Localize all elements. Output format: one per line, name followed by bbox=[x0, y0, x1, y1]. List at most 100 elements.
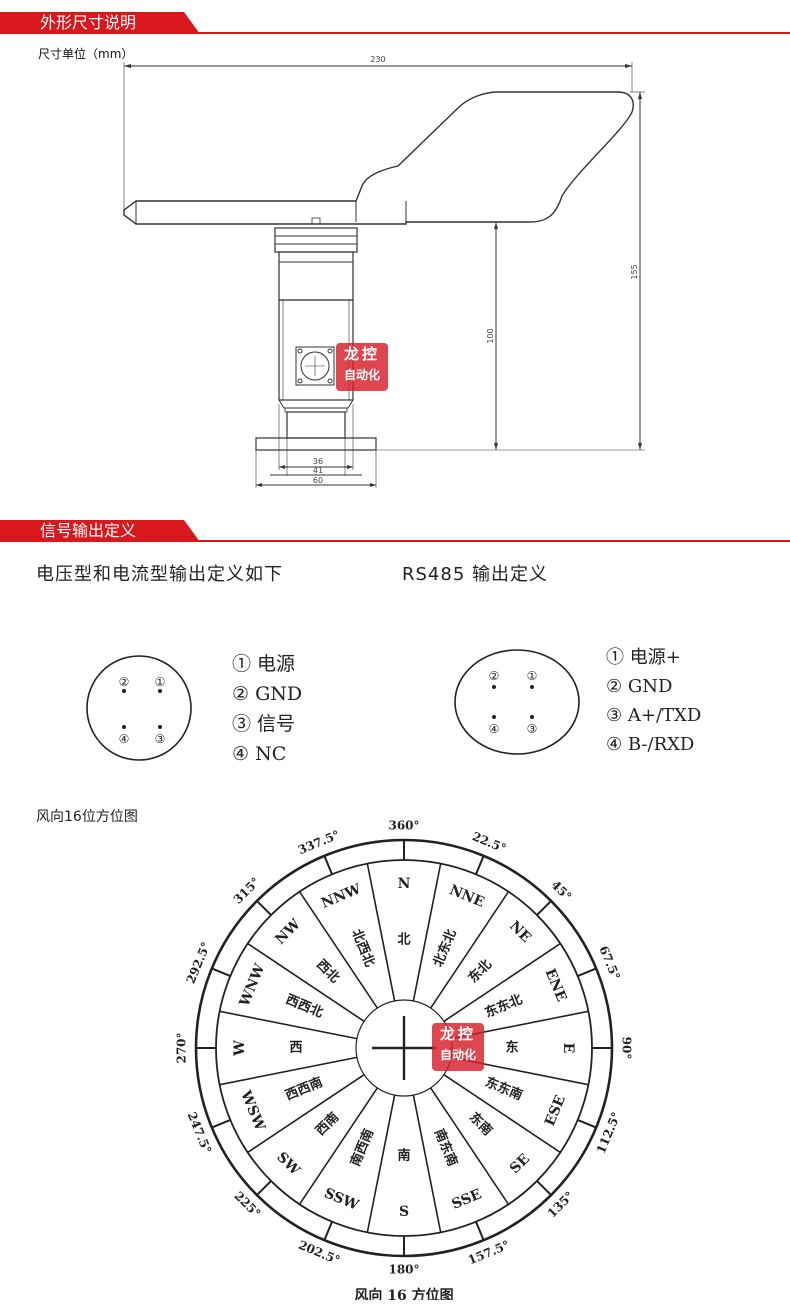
compass-spoke bbox=[366, 863, 396, 1002]
compass-direction-cn: 东东北 bbox=[483, 991, 525, 1021]
compass-direction-cn: 南 bbox=[397, 1148, 410, 1164]
compass-direction-cn: 东 bbox=[505, 1040, 518, 1056]
compass-direction-cn: 北西北 bbox=[348, 927, 377, 969]
dim-total-width: 230 bbox=[370, 55, 385, 64]
compass-spoke bbox=[430, 891, 510, 1009]
compass-direction-en: W bbox=[232, 1040, 248, 1057]
compass-direction-en: NNE bbox=[447, 882, 487, 911]
compass-spoke bbox=[443, 1074, 561, 1154]
compass-tick bbox=[211, 967, 231, 977]
compass-tick bbox=[475, 855, 485, 875]
compass-direction-en: WSW bbox=[237, 1088, 268, 1134]
pin-label-4: ④ bbox=[489, 722, 500, 736]
pin-label-3: ③ bbox=[527, 722, 538, 736]
dim-60: 60 bbox=[313, 476, 323, 485]
compass-degree-label: 45° bbox=[548, 878, 574, 904]
banner-rule bbox=[0, 540, 790, 542]
pin-diagram-voltage: ② ① ④ ③ bbox=[86, 655, 192, 761]
compass-tick bbox=[577, 1119, 597, 1129]
compass-direction-en: SE bbox=[507, 1151, 533, 1177]
compass-degree-label: 247.5° bbox=[185, 1110, 215, 1156]
compass-spoke bbox=[412, 1094, 442, 1233]
legend-item: ③ A+/TXD bbox=[606, 705, 702, 726]
rs485-title: RS485 输出定义 bbox=[402, 564, 549, 585]
legend-item: ③ 信号 bbox=[232, 713, 296, 735]
watermark-logo: 龙控 自动化 bbox=[336, 343, 388, 391]
compass-spoke bbox=[298, 1087, 378, 1205]
compass-direction-cn: 南西南 bbox=[347, 1127, 377, 1169]
compass-spoke bbox=[366, 1094, 396, 1233]
dim-41: 41 bbox=[313, 466, 323, 475]
compass-tick bbox=[256, 1180, 272, 1196]
section-title-signal: 信号输出定义 bbox=[40, 521, 137, 540]
compass-direction-en: E bbox=[560, 1043, 576, 1054]
dim-36: 36 bbox=[313, 457, 323, 466]
section-title-dimensions: 外形尺寸说明 bbox=[40, 13, 137, 32]
compass-direction-cn: 西西南 bbox=[283, 1074, 325, 1104]
compass-bottom-caption: 风向 16 方位图 bbox=[354, 1287, 453, 1300]
compass-direction-cn: 西北 bbox=[313, 957, 342, 986]
banner-tab bbox=[0, 520, 200, 542]
dim-body-height: 100 bbox=[486, 328, 495, 343]
pin-label-4: ④ bbox=[119, 732, 130, 746]
compass-tick bbox=[536, 900, 552, 916]
compass-caption: 风向16位方位图 bbox=[36, 809, 138, 825]
compass-spoke bbox=[247, 1074, 365, 1154]
compass-direction-cn: 东南 bbox=[466, 1109, 496, 1139]
compass-direction-en: SSE bbox=[450, 1186, 484, 1212]
compass-direction-cn: 北东北 bbox=[430, 927, 460, 969]
compass-degree-label: 360° bbox=[388, 819, 419, 833]
legend-item: ④ B-/RXD bbox=[606, 734, 695, 755]
dimension-drawing: 230 155 100 36 41 60 bbox=[123, 55, 645, 488]
compass-degree-label: 90° bbox=[620, 1037, 634, 1060]
banner-rule bbox=[0, 32, 790, 34]
compass-spoke bbox=[298, 891, 378, 1009]
compass-direction-cn: 西西北 bbox=[283, 992, 325, 1021]
compass-direction-en: NE bbox=[506, 918, 534, 946]
compass-spoke bbox=[219, 1056, 358, 1086]
legend-item: ① 电源+ bbox=[606, 647, 681, 668]
compass-direction-cn: 东东南 bbox=[483, 1074, 525, 1104]
compass-degree-label: 157.5° bbox=[466, 1238, 512, 1268]
compass-direction-en: SW bbox=[273, 1149, 303, 1179]
section-banner-dimensions: 外形尺寸说明 bbox=[0, 12, 790, 34]
pin-label-1: ① bbox=[527, 669, 538, 683]
watermark-logo: 龙控 自动化 bbox=[432, 1023, 484, 1071]
legend-item: ① 电源 bbox=[232, 653, 296, 675]
watermark-line1: 龙控 bbox=[439, 1025, 476, 1043]
section-banner-signal: 信号输出定义 bbox=[0, 520, 790, 542]
compass-direction-en: S bbox=[399, 1204, 409, 1220]
dim-total-height: 155 bbox=[630, 264, 639, 279]
watermark-line2: 自动化 bbox=[343, 368, 380, 382]
compass-direction-en: NNW bbox=[319, 881, 364, 912]
compass-spoke bbox=[247, 942, 365, 1022]
compass-direction-en: WNW bbox=[236, 961, 268, 1009]
compass-degree-label: 202.5° bbox=[296, 1238, 342, 1268]
watermark-line1: 龙控 bbox=[343, 345, 380, 363]
compass-tick bbox=[475, 1221, 485, 1241]
compass-degree-label: 270° bbox=[175, 1032, 189, 1063]
unit-note: 尺寸单位（mm） bbox=[38, 47, 134, 61]
compass-direction-en: ENE bbox=[542, 966, 570, 1004]
compass-tick bbox=[536, 1180, 552, 1196]
voltage-legend: ① 电源 ② GND ③ 信号 ④ NC bbox=[232, 649, 302, 769]
compass-direction-en: ESE bbox=[542, 1093, 569, 1128]
compass-direction-en: N bbox=[398, 876, 411, 892]
watermark-line2: 自动化 bbox=[439, 1048, 476, 1062]
legend-item: ④ NC bbox=[232, 743, 287, 765]
compass-tick bbox=[256, 900, 272, 916]
pin-label-3: ③ bbox=[155, 732, 166, 746]
compass-direction-cn: 西 bbox=[289, 1041, 302, 1056]
banner-tab bbox=[0, 12, 200, 34]
compass-tick bbox=[211, 1119, 231, 1129]
compass-direction-en: NW bbox=[272, 916, 304, 948]
legend-item: ② GND bbox=[606, 676, 673, 697]
compass-spoke bbox=[430, 1087, 510, 1205]
pin-label-2: ② bbox=[119, 675, 130, 689]
compass-degree-label: 180° bbox=[388, 1263, 419, 1277]
pin-diagram-rs485: ② ① ④ ③ bbox=[454, 649, 580, 755]
compass-direction-cn: 北 bbox=[397, 933, 410, 948]
pin-label-1: ① bbox=[155, 675, 166, 689]
compass-tick bbox=[323, 1221, 333, 1241]
